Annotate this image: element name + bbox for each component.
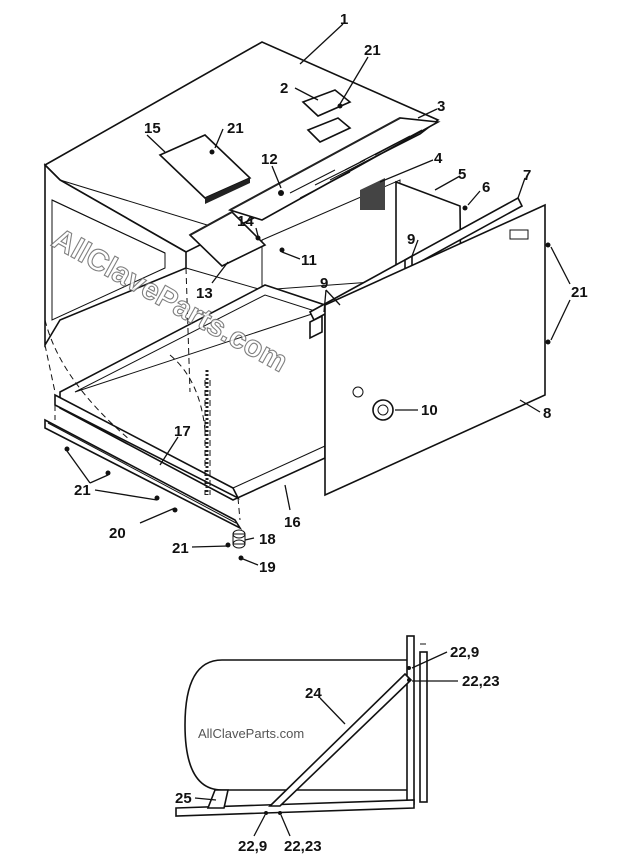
base-rail	[175, 799, 415, 817]
callout-1: 1	[340, 11, 348, 28]
callout-19: 19	[259, 559, 276, 576]
callout-14: 14	[237, 213, 254, 230]
rear-vent-grill	[360, 178, 385, 210]
foot-support	[206, 789, 229, 809]
foot-screw	[238, 555, 244, 561]
callout-3: 3	[437, 98, 445, 115]
callout-25: 25	[175, 790, 192, 807]
callout-24: 24	[305, 685, 322, 702]
side-view-detail: 22,9 22,23 24 25 22,9 22,23 AllClavePart…	[175, 635, 500, 855]
callout-4: 4	[434, 150, 443, 167]
callout-22-9-bottom: 22,9	[238, 838, 267, 855]
foot-bushing	[232, 529, 246, 549]
callout-20: 20	[109, 525, 126, 542]
callout-21-left: 21	[74, 482, 91, 499]
callout-21-bottom: 21	[172, 540, 189, 557]
callout-10: 10	[421, 402, 438, 419]
leader-lines	[66, 23, 571, 566]
tank-body	[184, 659, 411, 791]
callout-11: 11	[301, 252, 317, 269]
callout-6: 6	[482, 179, 490, 196]
callout-8: 8	[543, 405, 551, 422]
callout-22-9-top: 22,9	[450, 644, 479, 661]
cabinet-assembly	[43, 41, 551, 561]
label-plate	[301, 89, 352, 117]
callout-17: 17	[174, 423, 191, 440]
callout-21-door: 21	[571, 284, 588, 301]
callout-5: 5	[458, 166, 466, 183]
callout-labels: 1 21 2 3 15 21 12 4 5 6 7 14 9 11 13 9 2…	[74, 11, 588, 576]
front-door-panel	[324, 203, 546, 497]
callout-15: 15	[144, 120, 161, 137]
callout-9-upper: 9	[407, 231, 415, 248]
callout-21-cover: 21	[227, 120, 244, 137]
callout-16: 16	[284, 514, 301, 531]
callout-9-lower: 9	[320, 275, 328, 292]
callout-22-23-bottom: 22,23	[284, 838, 322, 855]
callout-12: 12	[261, 151, 278, 168]
plain-watermark: AllClaveParts.com	[198, 726, 304, 741]
callout-18: 18	[259, 531, 276, 548]
callout-7: 7	[523, 167, 531, 184]
callout-13: 13	[196, 285, 213, 302]
gasket	[372, 399, 394, 421]
callout-21-top: 21	[364, 42, 381, 59]
callout-22-23-top: 22,23	[462, 673, 500, 690]
front-plate	[406, 635, 415, 805]
cover-plate	[158, 134, 252, 204]
callout-2: 2	[280, 80, 288, 97]
